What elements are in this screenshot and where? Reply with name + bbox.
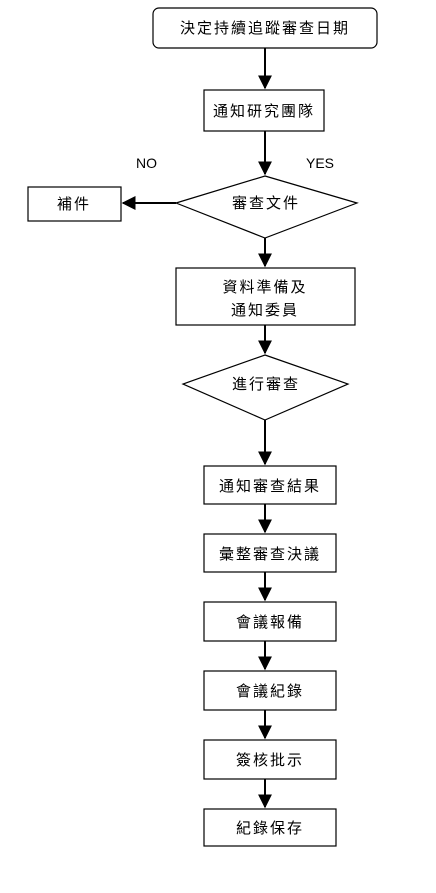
node-supplement-label: 補件 bbox=[57, 195, 91, 213]
node-meeting-report-label: 會議報備 bbox=[236, 613, 304, 631]
node-compile-resolution: 彙整審查決議 bbox=[203, 533, 337, 573]
node-conduct-review-label: 進行審查 bbox=[232, 375, 300, 393]
node-sign-approve-label: 簽核批示 bbox=[236, 751, 304, 769]
node-prepare-label-line2: 通知委員 bbox=[231, 301, 299, 319]
node-sign-approve: 簽核批示 bbox=[203, 739, 337, 780]
node-meeting-report: 會議報備 bbox=[203, 601, 337, 642]
node-prepare-label-line1: 資料準備及 bbox=[222, 278, 307, 296]
node-meeting-minutes-label: 會議紀錄 bbox=[236, 682, 304, 700]
connectors bbox=[121, 48, 272, 809]
branch-yes-label: YES bbox=[306, 155, 334, 171]
node-archive: 紀錄保存 bbox=[203, 808, 337, 847]
node-conduct-review: 進行審查 bbox=[181, 354, 350, 421]
node-start: 決定持續追蹤審查日期 bbox=[152, 7, 378, 49]
node-notify-result-label: 通知審查結果 bbox=[219, 477, 321, 495]
node-meeting-minutes: 會議紀錄 bbox=[203, 670, 337, 711]
node-prepare: 資料準備及 通知委員 bbox=[175, 267, 356, 326]
node-start-label: 決定持續追蹤審查日期 bbox=[180, 19, 350, 37]
node-notify-result: 通知審查結果 bbox=[203, 465, 337, 505]
node-archive-label: 紀錄保存 bbox=[236, 819, 304, 837]
node-notify-team-label: 通知研究團隊 bbox=[213, 102, 315, 120]
node-compile-resolution-label: 彙整審查決議 bbox=[219, 545, 321, 563]
node-review-docs: 審查文件 bbox=[174, 175, 359, 239]
node-notify-team: 通知研究團隊 bbox=[203, 89, 325, 132]
node-supplement: 補件 bbox=[27, 186, 122, 222]
branch-no-label: NO bbox=[136, 155, 157, 171]
node-review-docs-label: 審查文件 bbox=[232, 194, 300, 212]
